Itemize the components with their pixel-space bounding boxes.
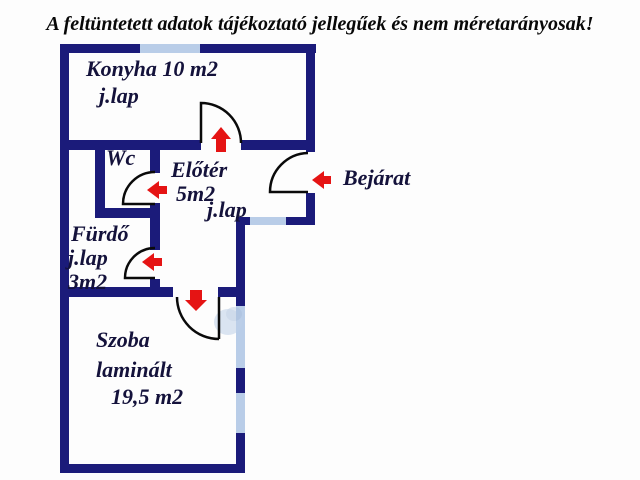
room-label-furdo: Fürdő (71, 221, 129, 246)
window (140, 44, 200, 53)
wall (218, 287, 245, 297)
wall (306, 44, 315, 152)
area-label-eloter: 5m2 (176, 181, 216, 206)
window (250, 217, 286, 225)
flooring-label-konyha: j.lap (99, 83, 139, 108)
konyha-door (199, 101, 243, 144)
wc-door-arrow-left-icon (147, 181, 167, 199)
flooring-label-furdo: j.lap (68, 245, 108, 270)
room-label-szoba: Szoba (96, 327, 150, 352)
windows (140, 44, 286, 433)
konyha-door-arrow-up-icon (211, 127, 231, 152)
wc-door (121, 170, 156, 206)
furdo-door (123, 246, 156, 280)
room-label-konyha: Konyha 10 m2 (86, 56, 219, 81)
wall (60, 464, 245, 473)
wall (150, 140, 160, 173)
watermark (214, 307, 242, 335)
wall (306, 193, 315, 225)
entrance-label: Bejárat (343, 165, 411, 190)
furdo-door-arrow-left-icon (142, 253, 162, 271)
window (236, 393, 245, 433)
wall (150, 203, 160, 250)
szoba-door-arrow-down-icon (185, 290, 207, 311)
window (236, 306, 245, 368)
wall (95, 208, 160, 218)
szoba-door (175, 296, 221, 341)
wall (95, 140, 105, 218)
flooring-label-eloter: j.lap (207, 197, 247, 222)
disclaimer-text: A feltüntetett adatok tájékoztató jelleg… (46, 13, 594, 35)
area-label-furdo: 3m2 (68, 269, 108, 294)
wall (241, 140, 315, 150)
area-label-szoba: 19,5 m2 (111, 384, 184, 409)
wall (60, 140, 201, 150)
wall (60, 287, 173, 297)
door-arrows (142, 127, 331, 311)
flooring-label-szoba: laminált (96, 357, 172, 382)
wall (60, 44, 69, 473)
bejarat-door-arrow-left-icon (312, 171, 331, 189)
room-label-eloter: Előtér (171, 157, 228, 182)
bejarat-door (268, 151, 309, 194)
room-label-wc: Wc (106, 145, 136, 170)
doors (121, 101, 309, 341)
